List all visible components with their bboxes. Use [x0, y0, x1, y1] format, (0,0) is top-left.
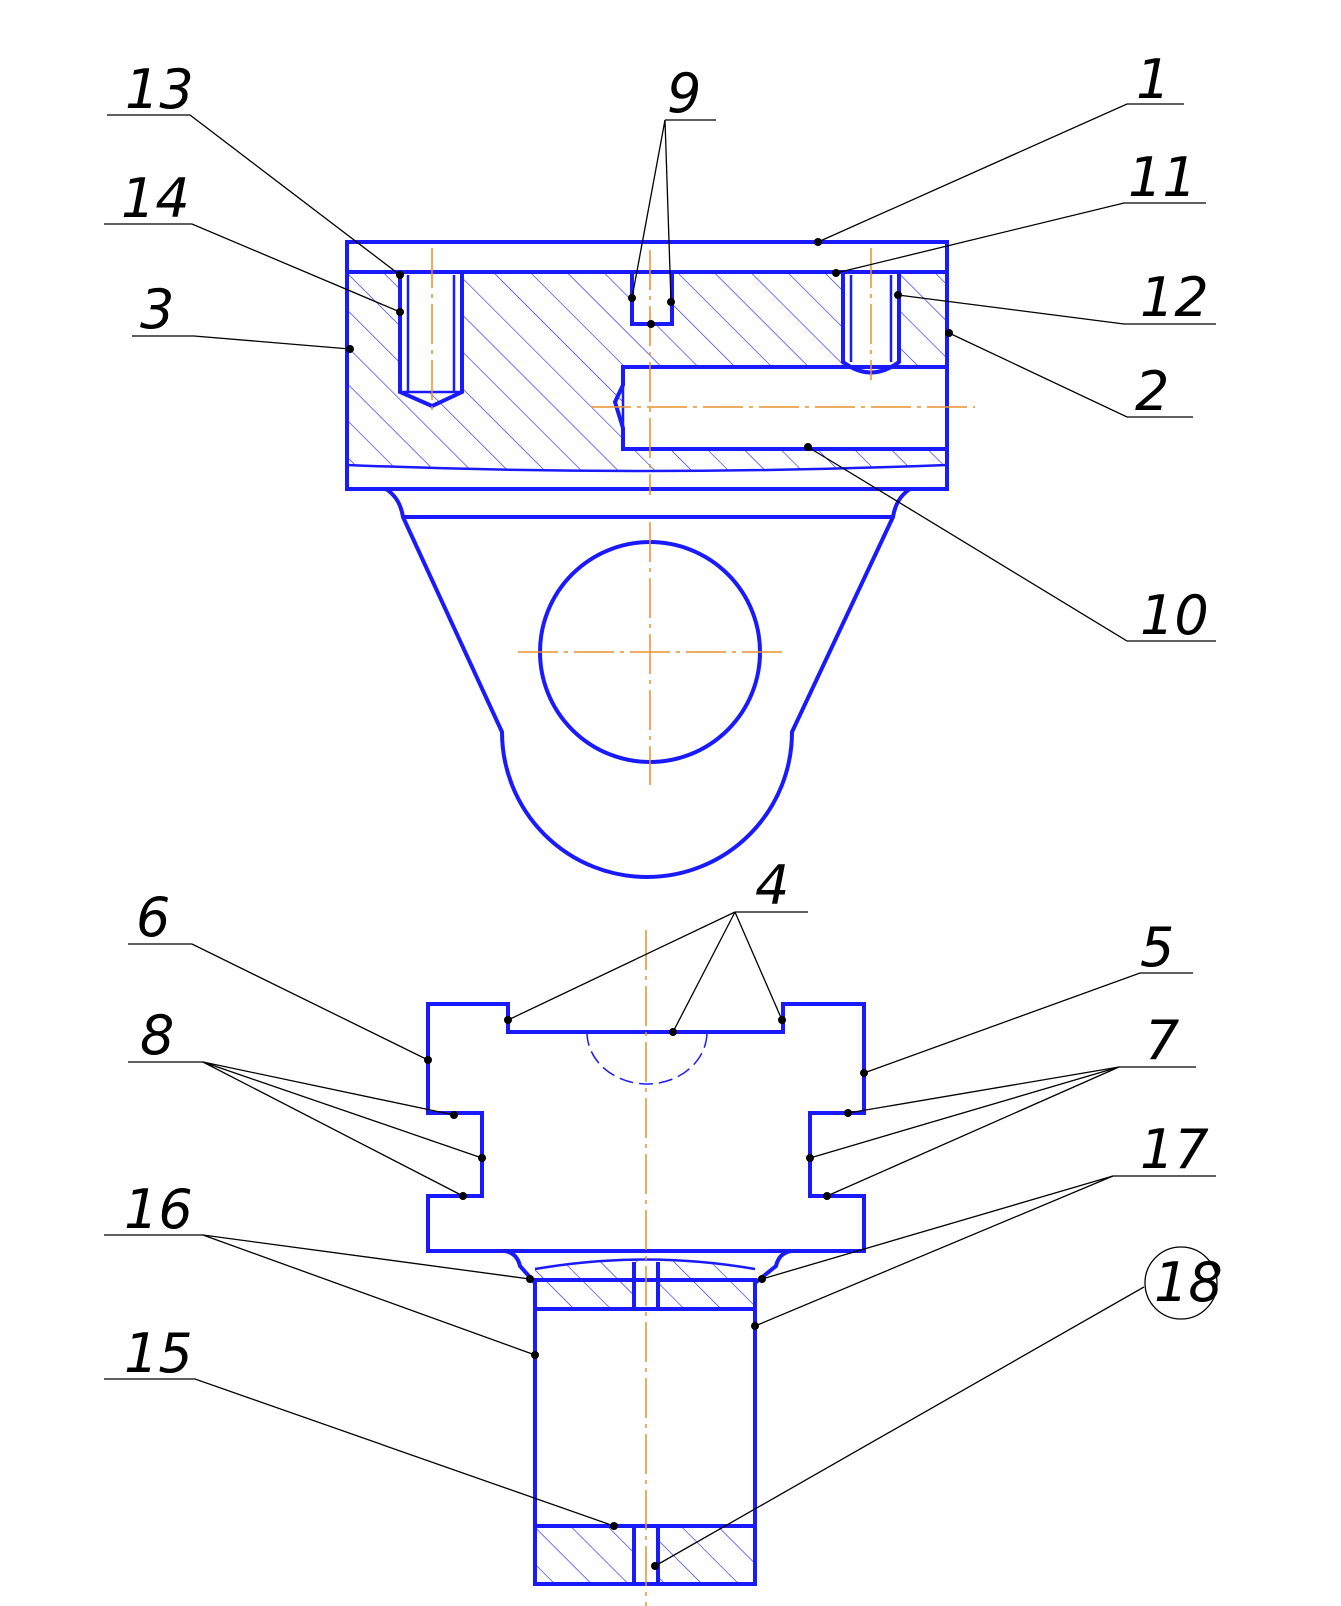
callout-17: 17	[1140, 1118, 1209, 1181]
callout-9: 9	[667, 62, 701, 125]
top-hatch-area	[347, 272, 947, 471]
callout-3: 3	[140, 278, 174, 341]
callout-12: 12	[1140, 266, 1209, 329]
callout-4: 4	[755, 854, 789, 917]
callout-15: 15	[124, 1322, 193, 1385]
callout-8: 8	[140, 1004, 174, 1067]
bottom-part	[426, 930, 866, 1606]
callout-11: 11	[1128, 146, 1197, 209]
leader-dots	[346, 238, 953, 1570]
callout-18-circle	[1144, 1246, 1218, 1320]
callout-10: 10	[1140, 584, 1209, 647]
lug	[384, 487, 912, 879]
callout-1: 1	[1136, 48, 1170, 111]
callout-6: 6	[136, 886, 170, 949]
callout-13: 13	[125, 58, 194, 121]
head-outline	[426, 1002, 866, 1253]
callout-14: 14	[121, 167, 190, 230]
top-part-section	[345, 240, 975, 879]
callout-16: 16	[124, 1178, 193, 1241]
callout-2: 2	[1135, 360, 1169, 423]
callout-5: 5	[1140, 916, 1174, 979]
callout-18: 18	[1154, 1251, 1223, 1314]
callout-7: 7	[1145, 1009, 1179, 1072]
leaders	[104, 103, 1218, 1567]
horizontal-bore	[612, 365, 947, 451]
callout-labels: 13 9 1 11 14 12 3 2 10 4 6 5 8 7 17 16 1…	[121, 48, 1223, 1385]
